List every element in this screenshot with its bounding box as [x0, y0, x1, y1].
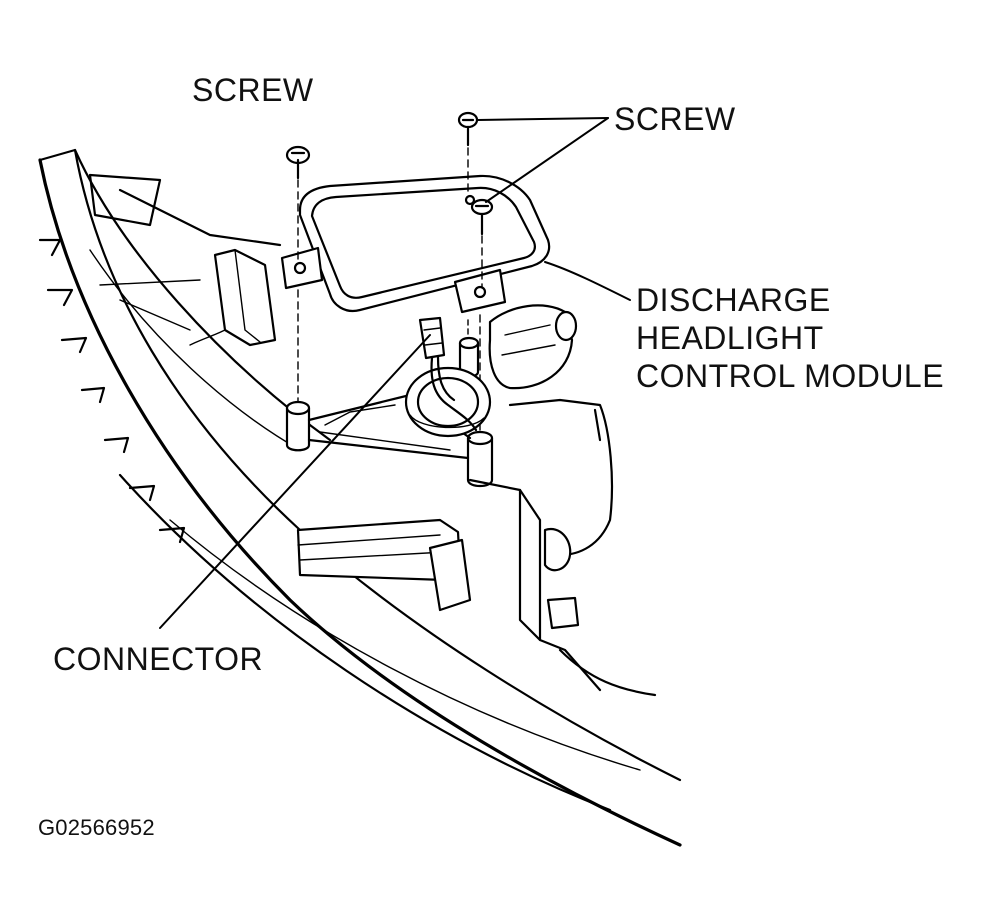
rear-housing — [468, 398, 657, 697]
left-mount-bracket — [189, 248, 277, 347]
label-screw-right: SCREW — [614, 101, 736, 137]
screw-left — [285, 145, 311, 261]
headlight-housing — [38, 148, 682, 847]
lower-bracket — [296, 518, 472, 612]
connector — [418, 316, 478, 432]
bulb-socket — [404, 366, 492, 438]
label-module-line1: DISCHARGE — [636, 282, 831, 318]
leader-lines — [159, 117, 631, 629]
label-module-line2: HEADLIGHT — [636, 320, 824, 356]
label-connector: CONNECTOR — [53, 641, 264, 677]
screw-right-mid — [470, 198, 494, 289]
mount-boss-left — [285, 400, 311, 452]
leveling-motor — [488, 304, 578, 390]
mount-boss-right — [466, 430, 494, 488]
label-module-line3: CONTROL MODULE — [636, 358, 945, 394]
figure-id: G02566952 — [38, 815, 155, 840]
label-screw-left: SCREW — [192, 72, 314, 108]
screw-right-top — [457, 111, 479, 197]
control-module — [280, 174, 551, 314]
